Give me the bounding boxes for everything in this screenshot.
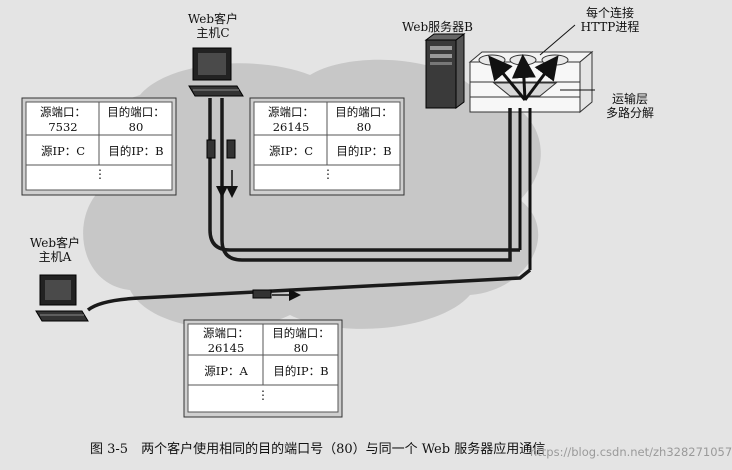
http-process-label: 每个连接 HTTP进程 [580, 6, 640, 34]
segment-box [249, 97, 405, 196]
label-pointer [539, 24, 576, 56]
dst-port-header: 目的端口： [272, 326, 330, 340]
src-port-header: 源端口： [40, 105, 86, 119]
dst-port-header: 目的端口： [107, 105, 165, 119]
computer-icon [35, 274, 89, 322]
segment-box [21, 97, 177, 196]
host-a-label: Web客户 主机A [29, 236, 81, 264]
src-port-header: 源端口： [203, 326, 249, 340]
dst-port-value: 80 [293, 341, 309, 355]
dst-port-value: 80 [356, 120, 372, 134]
dst-port-value: 80 [128, 120, 144, 134]
ellipsis: ⋮ [257, 388, 269, 402]
figure-caption: 图 3-5 两个客户使用相同的目的端口号（80）与同一个 Web 服务器应用通信 [90, 442, 546, 457]
src-port-value: 26145 [207, 341, 245, 355]
src-port-value: 7532 [48, 120, 78, 134]
dst-port-header: 目的端口： [335, 105, 393, 119]
segment-box [183, 319, 343, 418]
dst-ip: 目的IP：B [273, 364, 329, 378]
connection-links [86, 98, 532, 312]
protocol-stack [468, 50, 594, 270]
segment-in-flight [206, 139, 301, 301]
dst-ip: 目的IP：B [336, 144, 392, 158]
server-b-label: Web服务器B [402, 20, 473, 34]
src-port-value: 26145 [272, 120, 310, 134]
src-port-header: 源端口： [268, 105, 314, 119]
src-ip: 源IP：C [40, 144, 86, 158]
computer-icon [188, 47, 244, 97]
server-icon [424, 33, 466, 109]
ellipsis: ⋮ [94, 167, 106, 181]
transport-demux-label: 运输层 多路分解 [605, 92, 654, 120]
src-ip: 源IP：A [204, 364, 248, 378]
watermark: https://blog.csdn.net/zh328271057 [530, 445, 732, 459]
dst-ip: 目的IP：B [108, 144, 164, 158]
src-ip: 源IP：C [268, 144, 314, 158]
host-c-label: Web客户 主机C [187, 12, 239, 40]
ellipsis: ⋮ [322, 167, 334, 181]
